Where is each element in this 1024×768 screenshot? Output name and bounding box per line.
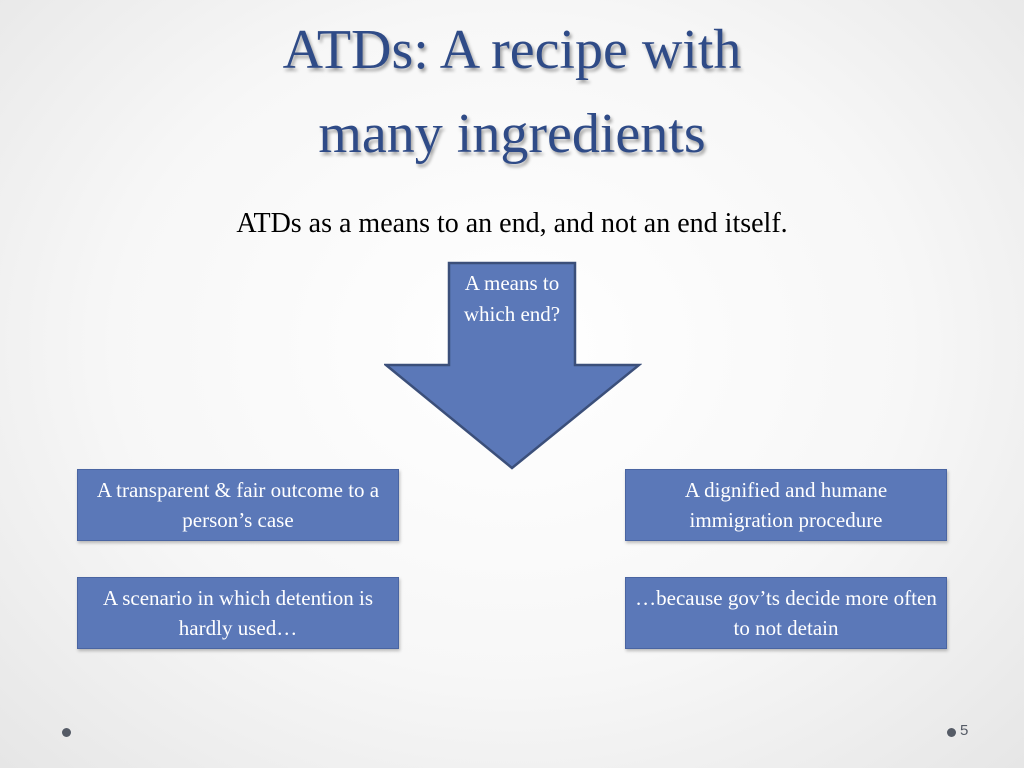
outcome-box-govts-label: …because gov’ts decide more often to not… — [635, 586, 937, 640]
outcome-box-detention: A scenario in which detention is hardly … — [77, 577, 399, 649]
outcome-box-dignified-label: A dignified and humane immigration proce… — [684, 478, 888, 532]
down-arrow-polygon — [384, 261, 642, 470]
slide-subtitle: ATDs as a means to an end, and not an en… — [236, 208, 788, 239]
arrow-label: A means to which end? — [463, 271, 561, 326]
page-number: 5 — [960, 722, 969, 739]
outcome-box-govts: …because gov’ts decide more often to not… — [625, 577, 947, 649]
outcome-box-dignified: A dignified and humane immigration proce… — [625, 469, 947, 541]
outcome-box-detention-label: A scenario in which detention is hardly … — [102, 586, 374, 640]
outcome-box-transparent: A transparent & fair outcome to a person… — [77, 469, 399, 541]
footer-dot-left-icon — [62, 728, 71, 737]
footer-dot-right-icon — [947, 728, 956, 737]
slide-title-line-1: ATDs: A recipe with — [282, 19, 742, 81]
down-arrow-shape — [384, 261, 642, 470]
outcome-box-transparent-label: A transparent & fair outcome to a person… — [96, 478, 380, 532]
slide-title-line-2: many ingredients — [318, 103, 706, 165]
